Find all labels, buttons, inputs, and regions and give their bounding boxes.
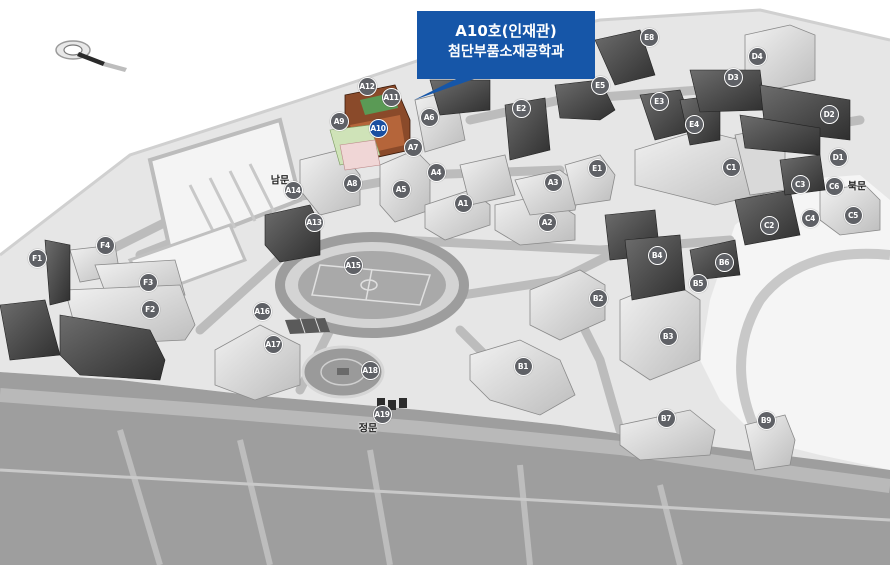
marker-b6[interactable]: B6 [714,252,734,272]
marker-c3[interactable]: C3 [790,174,810,194]
marker-a18[interactable]: A18 [360,360,380,380]
sports-field [275,232,469,338]
marker-a12[interactable]: A12 [357,76,377,96]
marker-b9[interactable]: B9 [756,410,776,430]
marker-a14[interactable]: A14 [283,180,303,200]
north-gate-label: 북문 [847,181,867,193]
circular-plaza [301,345,385,399]
marker-a9[interactable]: A9 [329,111,349,131]
marker-f1[interactable]: F1 [27,248,47,268]
compass-icon[interactable] [55,40,127,72]
main-gate [377,398,407,410]
callout-department-name: 첨단부품소재공학과 [448,44,564,60]
courts [285,317,330,334]
marker-a16[interactable]: A16 [252,301,272,321]
marker-e4[interactable]: E4 [684,114,704,134]
marker-b3[interactable]: B3 [658,326,678,346]
marker-a17[interactable]: A17 [263,334,283,354]
marker-f2[interactable]: F2 [140,299,160,319]
callout-building-name: A10호(인재관) [455,22,557,40]
marker-f4[interactable]: F4 [95,235,115,255]
marker-f3[interactable]: F3 [138,272,158,292]
marker-d4[interactable]: D4 [747,46,767,66]
south-road [0,372,890,565]
main-gate-label: 정문 [358,423,378,435]
marker-b7[interactable]: B7 [656,408,676,428]
marker-c4[interactable]: C4 [800,208,820,228]
buildings-light [64,24,881,471]
marker-b4[interactable]: B4 [647,245,667,265]
marker-a4[interactable]: A4 [426,162,446,182]
marker-d3[interactable]: D3 [723,67,743,87]
south-gate-label: 남문 [270,175,290,187]
marker-a7[interactable]: A7 [403,137,423,157]
marker-e2[interactable]: E2 [511,98,531,118]
marker-a19[interactable]: A19 [372,404,392,424]
marker-a5[interactable]: A5 [391,179,411,199]
marker-a15[interactable]: A15 [343,255,363,275]
marker-e8[interactable]: E8 [639,27,659,47]
marker-a13[interactable]: A13 [304,212,324,232]
marker-a3[interactable]: A3 [543,172,563,192]
east-loop-road [736,248,890,443]
marker-a8[interactable]: A8 [342,173,362,193]
marker-b2[interactable]: B2 [588,288,608,308]
marker-a6[interactable]: A6 [419,107,439,127]
marker-d2[interactable]: D2 [819,104,839,124]
marker-e5[interactable]: E5 [590,75,610,95]
marker-c5[interactable]: C5 [843,205,863,225]
marker-c1[interactable]: C1 [721,157,741,177]
marker-a1[interactable]: A1 [453,193,473,213]
marker-a11[interactable]: A11 [381,87,401,107]
marker-d1[interactable]: D1 [828,147,848,167]
marker-e1[interactable]: E1 [587,158,607,178]
marker-e3[interactable]: E3 [649,91,669,111]
marker-b5[interactable]: B5 [688,273,708,293]
marker-c6[interactable]: C6 [824,176,844,196]
marker-c2[interactable]: C2 [759,215,779,235]
callout-pointer [414,79,474,100]
marker-a10[interactable]: A10 [368,118,388,138]
building-callout: A10호(인재관) 첨단부품소재공학과 [417,11,595,79]
marker-a2[interactable]: A2 [537,212,557,232]
marker-b1[interactable]: B1 [513,356,533,376]
